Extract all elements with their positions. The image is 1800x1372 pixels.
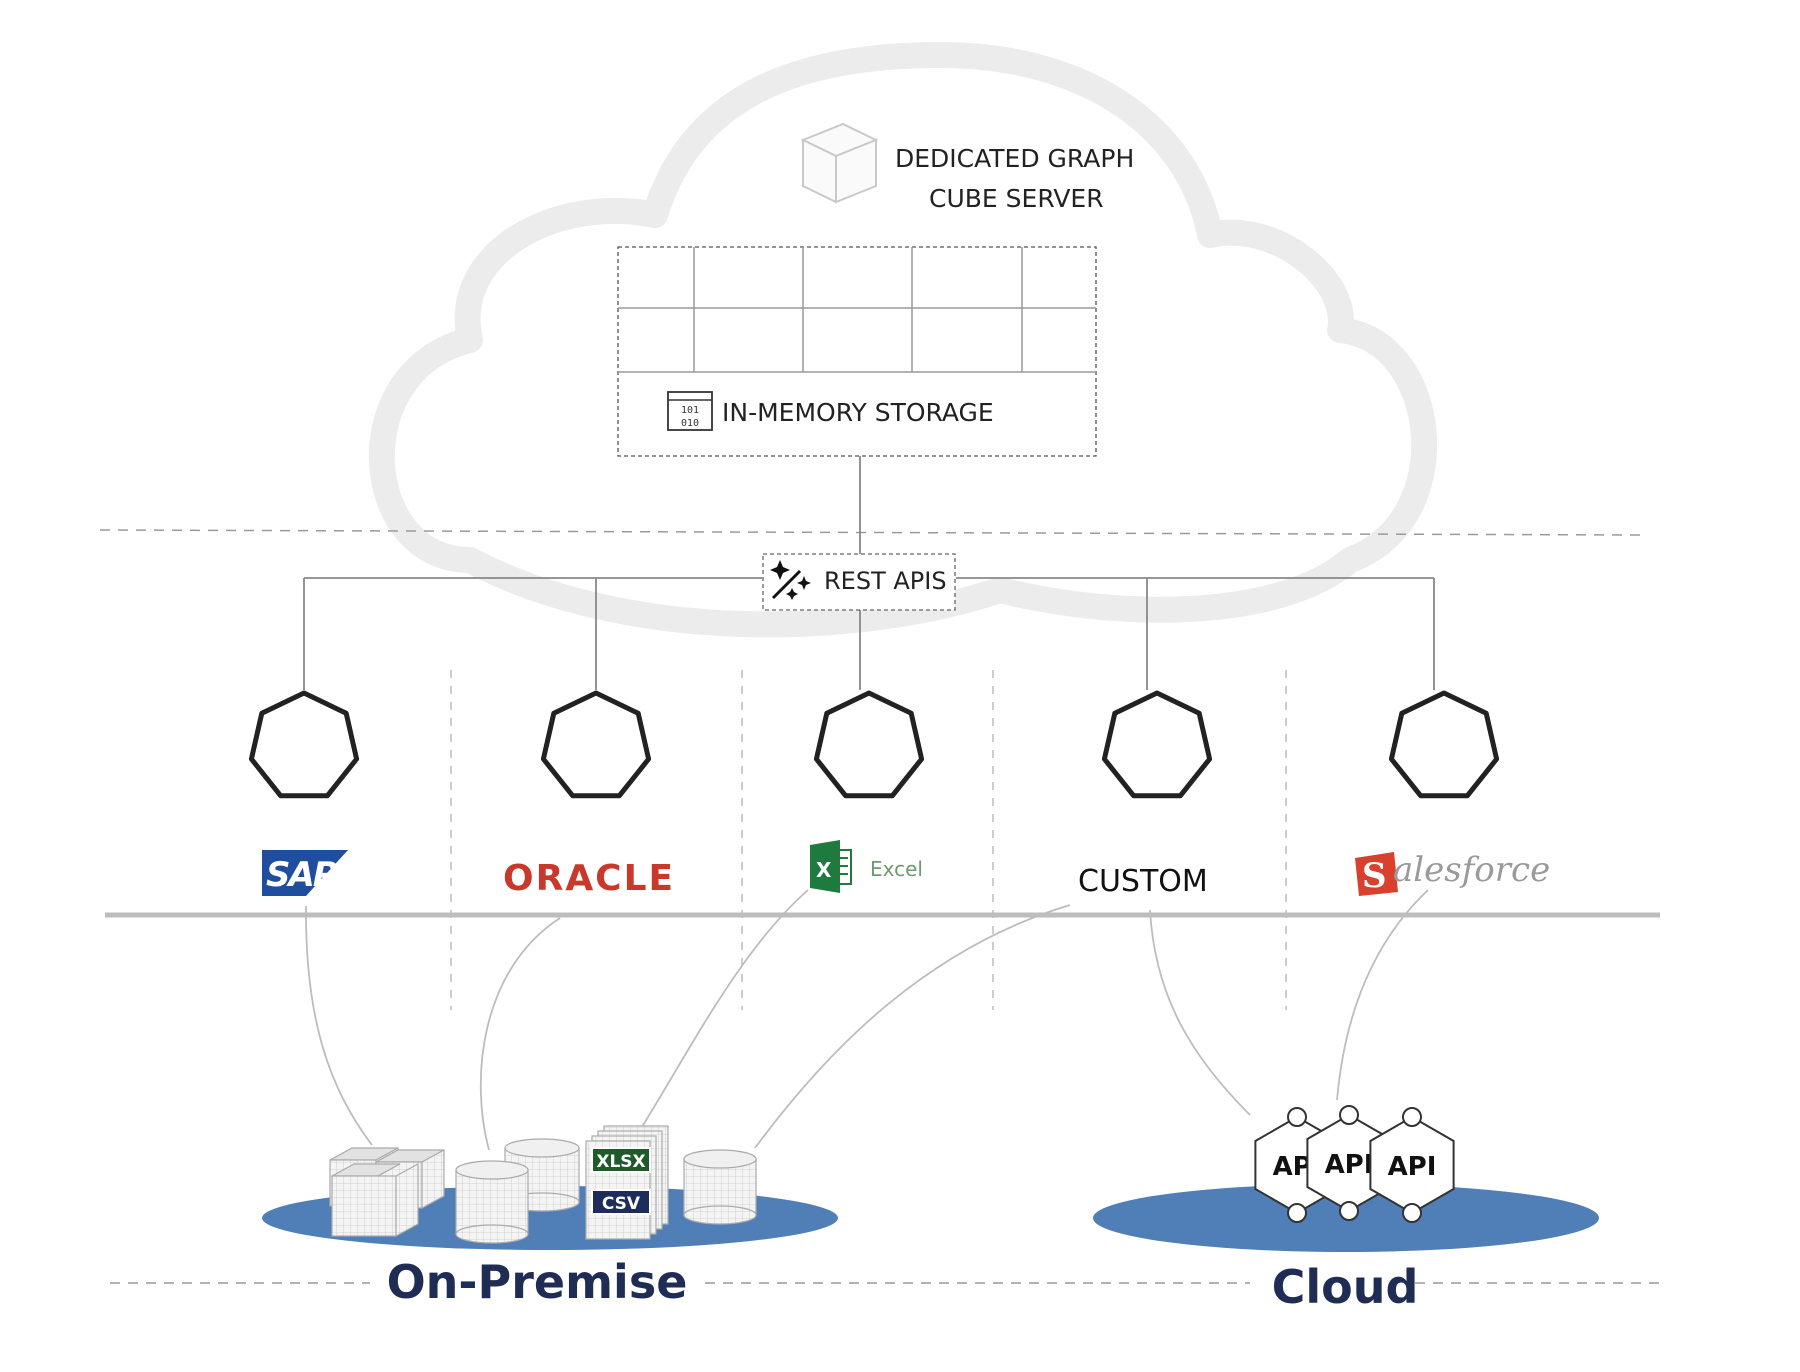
svg-text:S: S [1362, 856, 1387, 896]
cloud-api-hexagons: API API API [1254, 1105, 1455, 1223]
sap-logo: SAP [262, 850, 348, 896]
database-cylinder-icon [455, 1160, 529, 1244]
api-node-icon: API [1369, 1107, 1455, 1223]
database-cylinder-icon [683, 1149, 757, 1225]
magic-wand-icon [770, 560, 811, 600]
tier-separator-top [99, 529, 1641, 536]
xlsx-badge: XLSX [591, 1147, 651, 1173]
excel-logo: X Excel [810, 840, 923, 893]
connector-node-excel [813, 690, 925, 799]
binary-memory-icon: 101 010 [667, 391, 713, 431]
connector-node-oracle [540, 690, 652, 799]
api-port-dot [1402, 1203, 1422, 1223]
svg-text:101: 101 [681, 405, 699, 416]
api-node-label: API [1325, 1150, 1374, 1180]
olap-cube-stack-icon [329, 1146, 445, 1238]
connector-node-sap [248, 690, 360, 799]
cloud-outline [368, 42, 1438, 638]
server-title-line2: CUBE SERVER [929, 184, 1104, 213]
svg-text:X: X [816, 858, 832, 882]
api-port-dot [1402, 1107, 1422, 1127]
file-stack-icon: XLSX CSV [585, 1125, 669, 1240]
api-port-dot [1339, 1201, 1359, 1221]
csv-badge: CSV [591, 1189, 651, 1215]
storage-label: IN-MEMORY STORAGE [722, 398, 994, 427]
svg-text:alesforce: alesforce [1393, 850, 1550, 890]
rest-apis-hub: REST APIS [762, 553, 956, 611]
oracle-logo: ORACLE [503, 858, 675, 899]
custom-label: CUSTOM [1078, 864, 1208, 899]
api-node-label: API [1388, 1152, 1437, 1182]
api-port-dot [1287, 1107, 1307, 1127]
svg-text:SAP: SAP [266, 855, 338, 895]
on-premise-label: On-Premise [387, 1255, 688, 1309]
server-title-line1: DEDICATED GRAPH [895, 144, 1134, 173]
svg-text:XLSX: XLSX [596, 1152, 645, 1172]
api-port-dot [1287, 1203, 1307, 1223]
api-port-dot [1339, 1105, 1359, 1125]
cloud-label: Cloud [1272, 1260, 1419, 1314]
svg-text:010: 010 [681, 418, 699, 429]
data-source-links [305, 889, 1429, 1151]
salesforce-logo: S alesforce [1355, 850, 1550, 896]
api-connection-lines [303, 456, 1435, 690]
api-node-icon: API [1306, 1105, 1392, 1221]
connector-node-salesforce [1388, 690, 1500, 799]
cube-server-icon [800, 122, 879, 204]
svg-text:Excel: Excel [870, 857, 923, 881]
connector-node-custom [1101, 690, 1213, 799]
svg-text:REST APIS: REST APIS [824, 567, 947, 595]
svg-text:CSV: CSV [602, 1194, 641, 1214]
